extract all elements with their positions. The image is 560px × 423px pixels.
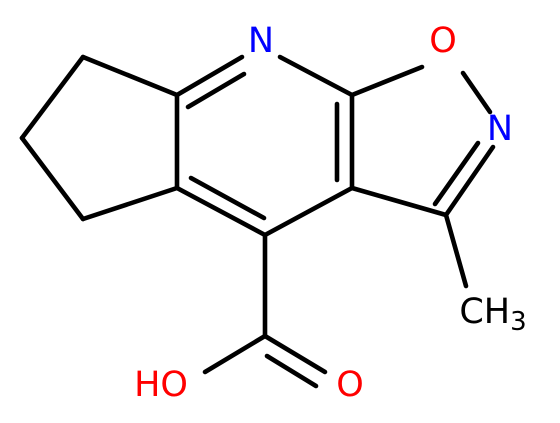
bond-c5-c4a <box>80 185 180 222</box>
bond-c8a-o <box>349 64 425 98</box>
bond-carboxyl-c-o-inner <box>264 353 319 389</box>
bond-o-n <box>460 70 493 115</box>
bond-c6-c5 <box>19 135 86 222</box>
isoxazole-oxygen-label: O <box>429 21 457 61</box>
hydroxyl-label: HO <box>134 365 188 405</box>
methyl-label: CH3 <box>459 292 526 337</box>
bond-c7-c6 <box>19 54 86 141</box>
carbonyl-oxygen-label: O <box>336 365 364 405</box>
bond-c4-c4a-inner <box>188 175 267 221</box>
bond-carboxyl-c-oh <box>202 333 268 375</box>
isoxazole-nitrogen-label: N <box>487 109 513 149</box>
bond-c4-c4a-outer <box>174 185 268 238</box>
bond-carboxyl-c-o-outer <box>262 333 328 375</box>
methyl-label-subscript: 3 <box>510 307 527 337</box>
bond-c3a-c4 <box>262 185 355 238</box>
bond-c7a-c7 <box>80 54 180 98</box>
bond-c3-methyl <box>443 212 469 289</box>
methyl-label-main: CH <box>459 292 510 332</box>
bond-c3-c3a <box>349 185 449 218</box>
bond-c7a-n-inner <box>185 71 247 110</box>
bond-n-c3-outer <box>443 144 496 218</box>
pyridine-nitrogen-label: N <box>248 21 274 61</box>
bond-n-c3-inner <box>432 140 481 207</box>
bond-n-c8a <box>277 54 355 98</box>
bond-c7a-n-outer <box>174 54 245 98</box>
